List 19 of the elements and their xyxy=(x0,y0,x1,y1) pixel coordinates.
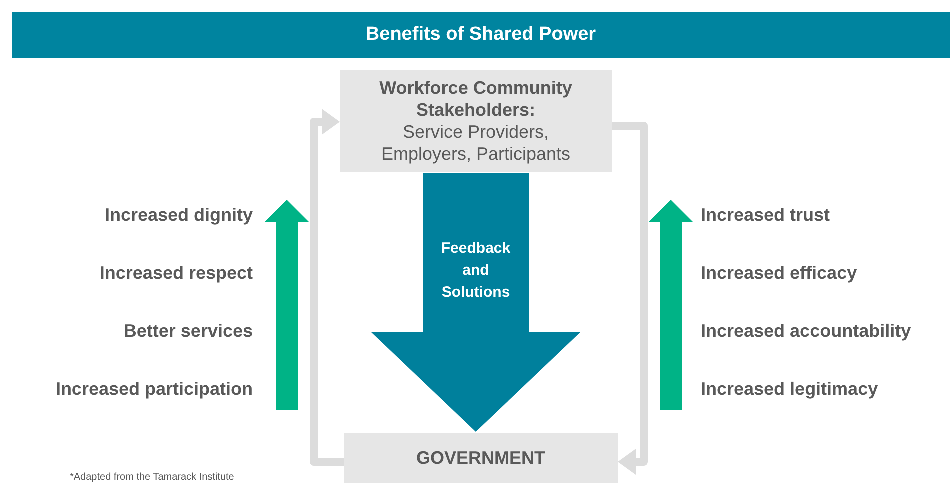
benefit-label: Increased participation xyxy=(56,378,253,400)
node-heading: GOVERNMENT xyxy=(416,447,546,469)
block-arrow xyxy=(371,173,581,432)
benefit-label: Increased efficacy xyxy=(701,262,858,284)
footnote: *Adapted from the Tamarack Institute xyxy=(70,471,234,485)
benefit-label: Better services xyxy=(124,320,253,342)
benefit-label: Increased accountability xyxy=(701,320,912,342)
government-box xyxy=(344,433,618,483)
edge-label: Feedback and Solutions xyxy=(440,239,512,303)
title-banner: Benefits of Shared Power xyxy=(12,12,950,58)
node-heading: Workforce Community Stakeholders: xyxy=(378,77,574,121)
benefit-label: Increased dignity xyxy=(104,204,253,226)
benefit-label: Increased legitimacy xyxy=(701,378,878,400)
loop-arrow xyxy=(310,109,344,466)
loop-arrow xyxy=(612,122,648,475)
benefit-label: Increased trust xyxy=(701,204,830,226)
stakeholder-box xyxy=(340,70,612,172)
node-text: Service Providers, Employers, Participants xyxy=(380,121,572,165)
benefit-label: Increased respect xyxy=(100,262,253,284)
